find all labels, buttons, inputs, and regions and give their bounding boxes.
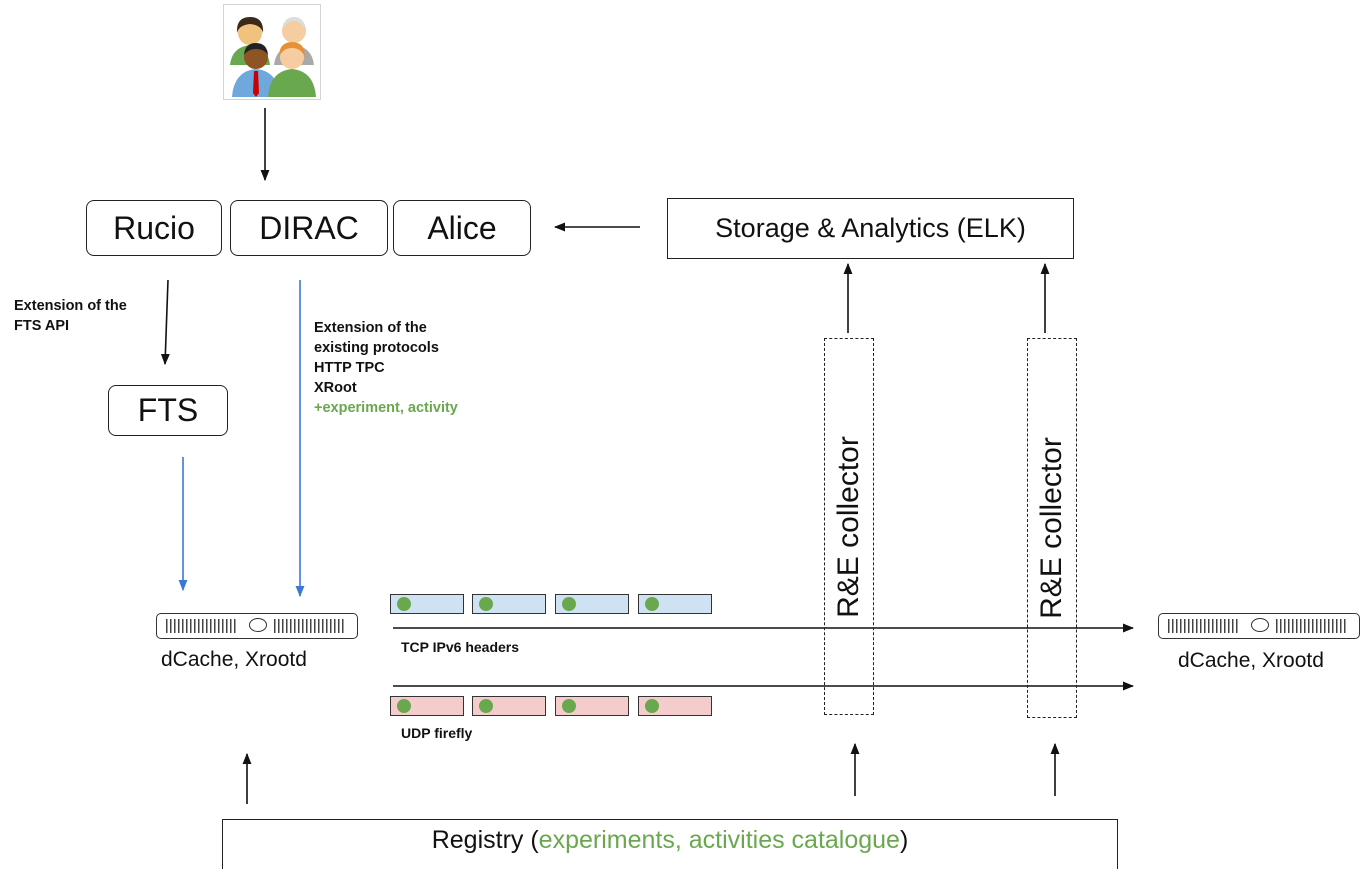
dirac-box: DIRAC <box>230 200 388 256</box>
right-endpoint-label: dCache, Xrootd <box>1178 649 1324 672</box>
re-collector-2: R&E collector <box>1027 338 1077 718</box>
registry-catalogue-text: experiments, activities catalogue <box>538 826 900 854</box>
server-icon <box>156 613 358 639</box>
marker-dot <box>562 597 576 611</box>
storage-analytics-label: Storage & Analytics (ELK) <box>715 213 1026 243</box>
tcp-packet <box>472 594 546 614</box>
alice-label: Alice <box>427 209 497 246</box>
marker-dot <box>479 597 493 611</box>
tcp-flow-label: TCP IPv6 headers <box>401 639 520 655</box>
marker-dot <box>645 597 659 611</box>
tcp-packet <box>390 594 464 614</box>
left-endpoint-label: dCache, Xrootd <box>161 648 307 671</box>
udp-flow-label: UDP firefly <box>401 725 473 741</box>
server-icon <box>1158 613 1360 639</box>
tcp-packet <box>638 594 712 614</box>
marker-dot <box>397 597 411 611</box>
re-collector-1: R&E collector <box>824 338 874 715</box>
protocols-note-extension: +experiment, activity <box>314 400 458 416</box>
dirac-label: DIRAC <box>259 209 359 246</box>
tcp-packet <box>555 594 629 614</box>
re-collector-1-label: R&E collector <box>832 435 865 618</box>
users-icon <box>223 4 321 100</box>
rucio-box: Rucio <box>86 200 222 256</box>
fts-box: FTS <box>108 385 228 436</box>
fts-api-note: Extension of the FTS API <box>14 298 127 334</box>
re-collector-2-label: R&E collector <box>1035 437 1068 619</box>
udp-packet <box>638 696 712 716</box>
marker-dot <box>562 699 576 713</box>
udp-packet <box>555 696 629 716</box>
registry-box: Registry (experiments, activities catalo… <box>222 819 1118 869</box>
protocols-note: Extension of the existing protocols HTTP… <box>314 320 458 416</box>
alice-box: Alice <box>393 200 531 256</box>
marker-dot <box>479 699 493 713</box>
udp-packet <box>390 696 464 716</box>
marker-dot <box>645 699 659 713</box>
storage-analytics-box: Storage & Analytics (ELK) <box>667 198 1074 259</box>
marker-dot <box>397 699 411 713</box>
udp-packet <box>472 696 546 716</box>
arrow-rucio-to-fts <box>160 279 170 366</box>
fts-label: FTS <box>137 392 199 428</box>
rucio-label: Rucio <box>113 209 195 246</box>
